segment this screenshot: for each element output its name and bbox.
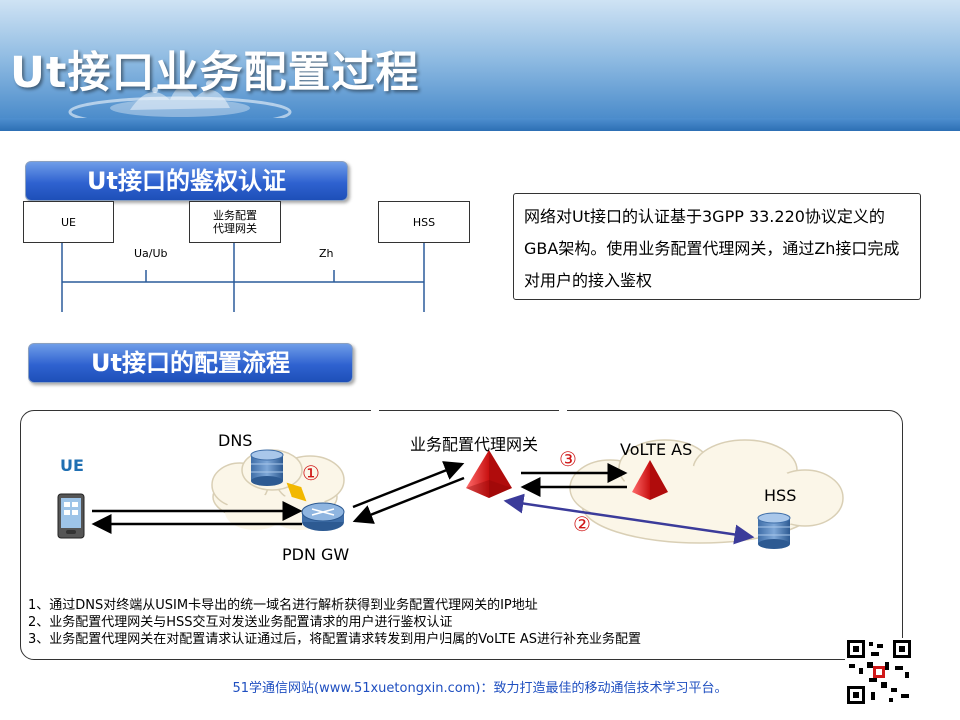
step-2-marker: ② bbox=[573, 512, 591, 536]
hss-label: HSS bbox=[764, 486, 797, 505]
auth-hss-node: HSS bbox=[378, 201, 470, 243]
flow-note-1: 1、通过DNS对终端从USIM卡导出的统一域名进行解析获得到业务配置代理网关的I… bbox=[28, 598, 538, 613]
flow-notes: 1、通过DNS对终端从USIM卡导出的统一域名进行解析获得到业务配置代理网关的I… bbox=[28, 597, 641, 648]
qr-code-icon bbox=[845, 638, 913, 706]
dns-database-icon bbox=[250, 449, 284, 486]
step-1-marker: ① bbox=[302, 461, 320, 485]
auth-description-box: 网络对Ut接口的认证基于3GPP 33.220协议定义的GBA架构。使用业务配置… bbox=[513, 193, 921, 300]
footer-text: 51学通信网站(www.51xuetongxin.com)：致力打造最佳的移动通… bbox=[232, 681, 728, 696]
proxy-label: 业务配置代理网关 bbox=[410, 435, 539, 454]
page-title: Ut接口业务配置过程 bbox=[10, 48, 420, 98]
flow-section-title: Ut接口的配置流程 bbox=[28, 343, 353, 383]
flow-note-2: 2、业务配置代理网关与HSS交互对发送业务配置请求的用户进行鉴权认证 bbox=[28, 615, 453, 630]
flow-note-3: 3、业务配置代理网关在对配置请求认证通过后，将配置请求转发到用户归属的VoLTE… bbox=[28, 632, 641, 647]
dns-label: DNS bbox=[218, 431, 253, 450]
auth-proxy-label-2: 代理网关 bbox=[213, 222, 257, 235]
hss-database-icon bbox=[757, 512, 791, 549]
auth-proxy-label-1: 业务配置 bbox=[213, 209, 257, 222]
pdn-gw-label: PDN GW bbox=[282, 545, 350, 564]
right-network-cloud bbox=[569, 439, 844, 544]
interface-zh-label: Zh bbox=[319, 247, 334, 260]
auth-ue-node: UE bbox=[23, 201, 114, 243]
auth-section-title: Ut接口的鉴权认证 bbox=[25, 161, 348, 201]
volte-as-pyramid-icon bbox=[632, 460, 668, 500]
proxy-pyramid-icon bbox=[466, 450, 512, 498]
step-3-marker: ③ bbox=[559, 447, 577, 471]
phone-icon bbox=[57, 493, 85, 539]
volte-as-label: VoLTE AS bbox=[620, 440, 693, 459]
auth-proxy-node: 业务配置 代理网关 bbox=[189, 201, 281, 243]
router-icon bbox=[301, 502, 345, 531]
auth-ue-label: UE bbox=[60, 215, 76, 229]
auth-description-text: 网络对Ut接口的认证基于3GPP 33.220协议定义的GBA架构。使用业务配置… bbox=[524, 207, 900, 290]
auth-hss-label: HSS bbox=[412, 215, 436, 229]
interface-ua-ub-label: Ua/Ub bbox=[134, 247, 168, 260]
header-band bbox=[0, 118, 960, 131]
header-banner: Ut接口业务配置过程 bbox=[0, 0, 960, 131]
flow-ue-label: UE bbox=[60, 456, 84, 475]
